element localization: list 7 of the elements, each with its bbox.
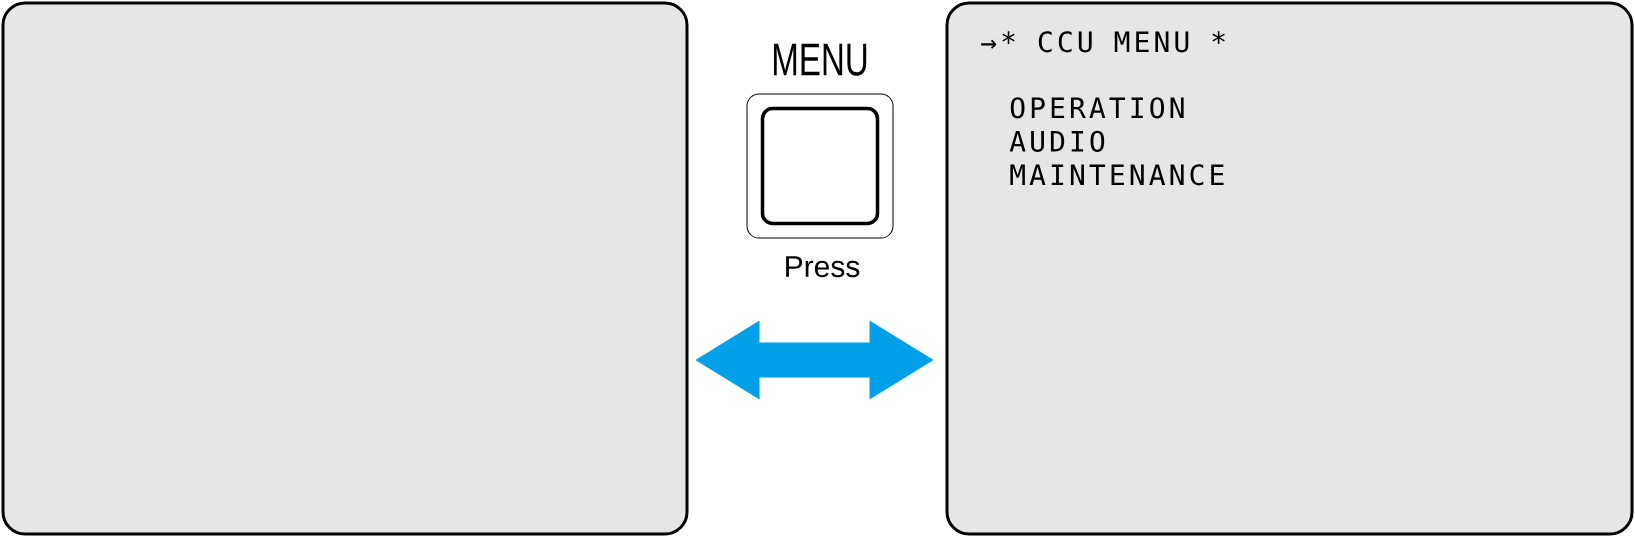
menu-title: →* CCU MENU * (981, 31, 1225, 53)
menu-item: MAINTENANCE (1010, 164, 1224, 186)
menu-item: OPERATION (1010, 97, 1184, 119)
button-label: MENU (773, 43, 867, 76)
screen-frame (1, 1, 689, 536)
press-label: Press (786, 256, 860, 278)
menu-item: AUDIO (1009, 130, 1105, 152)
